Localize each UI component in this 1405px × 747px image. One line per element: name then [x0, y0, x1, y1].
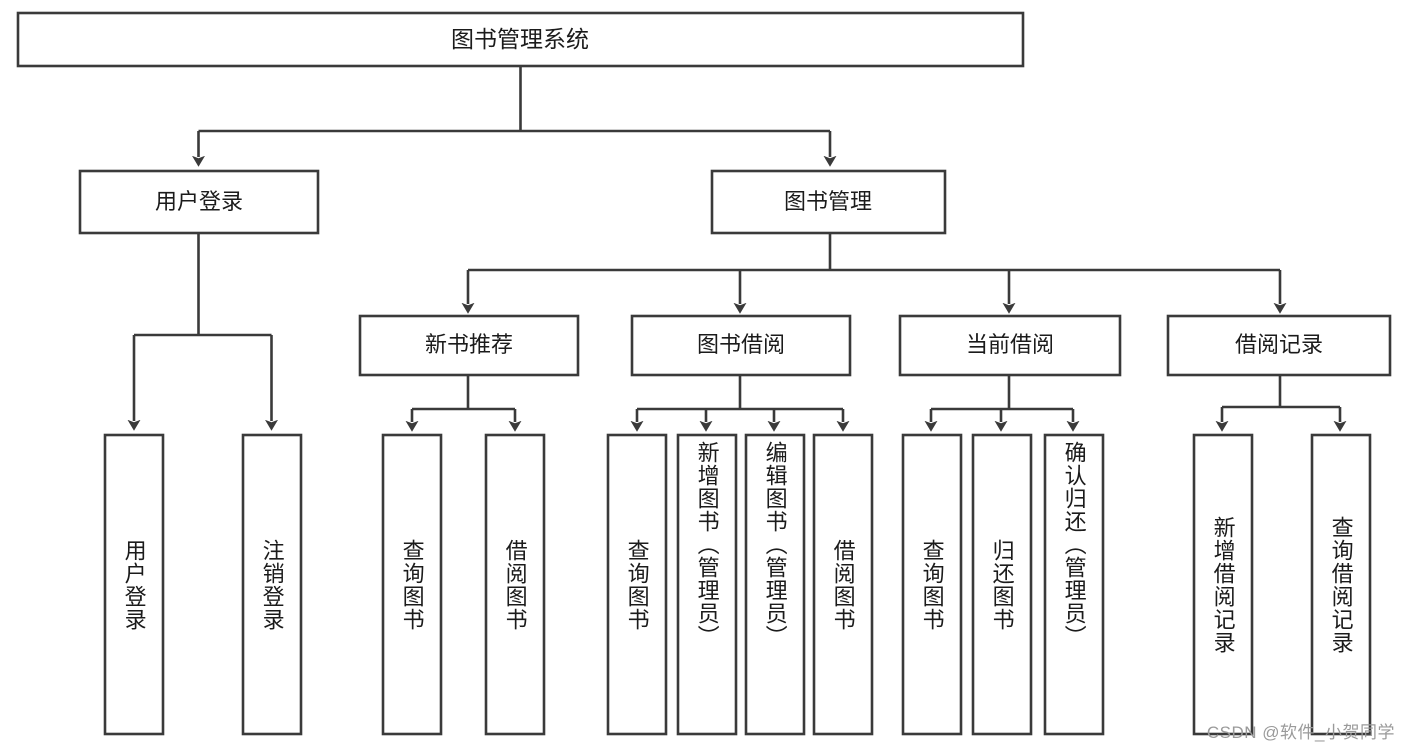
leaf-box-user-login-1[interactable] — [241, 433, 303, 736]
node-book-manage-box[interactable] — [710, 169, 947, 235]
leaf-box-current-borrow-2[interactable] — [1043, 433, 1105, 736]
node-new-book-recommend[interactable]: 新书推荐 — [358, 314, 580, 377]
connector-group-current-borrow — [924, 375, 1080, 432]
leaf-box-book-borrow-2[interactable] — [744, 433, 806, 736]
node-book-manage[interactable]: 图书管理 — [710, 169, 947, 235]
leaf-box-user-login-0[interactable] — [103, 433, 165, 736]
leaf-box-new-book-1[interactable] — [484, 433, 546, 736]
node-new-book-recommend-label: 新书推荐 — [425, 332, 513, 357]
node-root-label: 图书管理系统 — [451, 26, 589, 52]
node-user-login-label: 用户登录 — [155, 189, 243, 214]
node-current-borrow-box[interactable] — [898, 314, 1122, 377]
leaf-box-book-borrow-0[interactable] — [606, 433, 668, 736]
leaf-group-new-book-recommend — [381, 433, 546, 736]
node-root-box[interactable] — [16, 11, 1025, 68]
connector-group-user-login — [127, 233, 278, 431]
leaf-box-new-book-0[interactable] — [381, 433, 443, 736]
leaf-group-book-borrow — [606, 433, 874, 736]
leaf-box-book-borrow-1[interactable] — [676, 433, 738, 736]
node-new-book-recommend-box[interactable] — [358, 314, 580, 377]
connector-group-book-borrow — [630, 375, 850, 432]
node-book-borrow-label: 图书借阅 — [697, 332, 785, 357]
watermark-text: CSDN @软件_小贺同学 — [1206, 723, 1395, 742]
connector-group-borrow-record — [1215, 375, 1347, 432]
node-current-borrow-label: 当前借阅 — [966, 332, 1054, 357]
node-book-manage-label: 图书管理 — [784, 189, 872, 214]
leaf-box-borrow-record-0[interactable] — [1192, 433, 1254, 736]
leaf-box-current-borrow-1[interactable] — [971, 433, 1033, 736]
leaf-group-user-login — [103, 433, 303, 736]
leaf-box-borrow-record-1[interactable] — [1310, 433, 1372, 736]
connector-group-book-manage — [461, 233, 1287, 314]
leaf-box-book-borrow-3[interactable] — [812, 433, 874, 736]
connector-group-new-book — [405, 375, 522, 432]
node-borrow-record[interactable]: 借阅记录 — [1166, 314, 1392, 377]
leaf-group-current-borrow — [901, 433, 1105, 736]
node-user-login[interactable]: 用户登录 — [78, 169, 320, 235]
leaf-group-borrow-record — [1192, 433, 1372, 736]
connector-group-root — [192, 66, 837, 167]
node-user-login-box[interactable] — [78, 169, 320, 235]
leaf-box-current-borrow-0[interactable] — [901, 433, 963, 736]
node-current-borrow[interactable]: 当前借阅 — [898, 314, 1122, 377]
node-root[interactable]: 图书管理系统 — [16, 11, 1025, 68]
node-book-borrow-box[interactable] — [630, 314, 852, 377]
node-borrow-record-box[interactable] — [1166, 314, 1392, 377]
node-borrow-record-label: 借阅记录 — [1235, 332, 1323, 357]
node-book-borrow[interactable]: 图书借阅 — [630, 314, 852, 377]
